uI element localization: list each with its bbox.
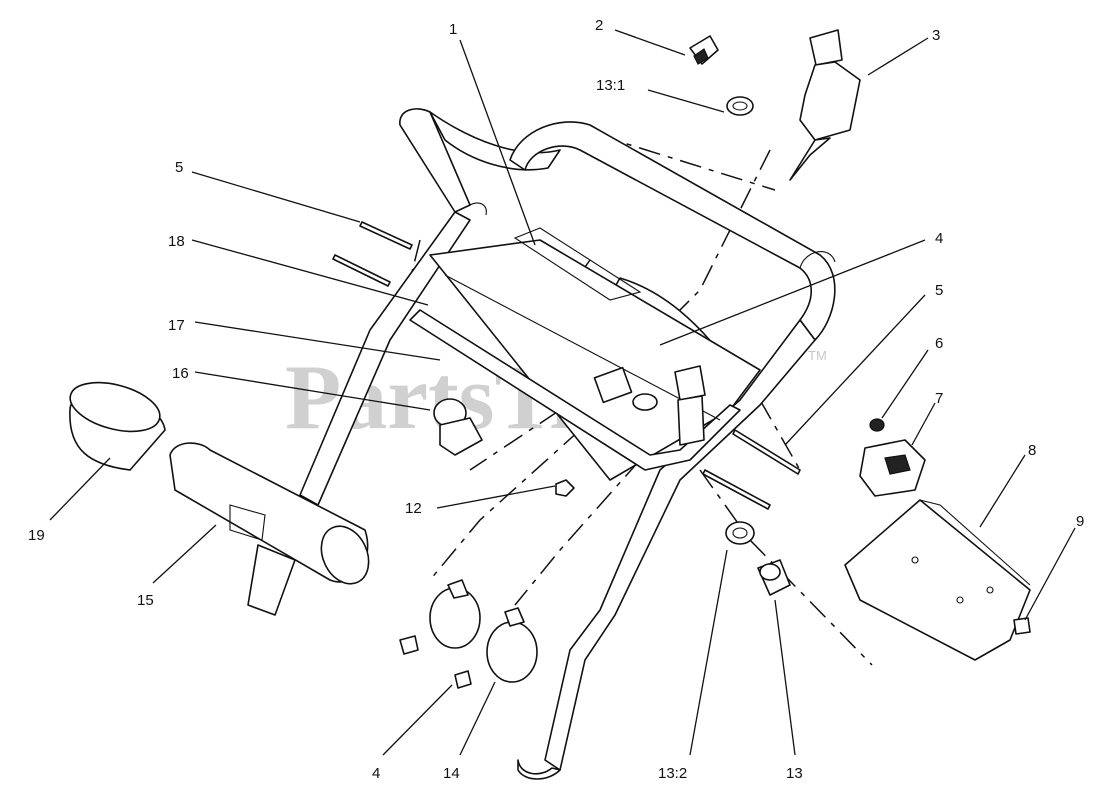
callout-labels: 1 2 3 13:1 5 18 4 5 17 16 6 7 8 9 12 19 …: [28, 17, 1084, 782]
relay: [859, 418, 926, 497]
callout-18: 18: [168, 233, 185, 250]
callout-14: 14: [443, 765, 460, 782]
bolts-left: [332, 221, 413, 287]
hand-grip: [169, 442, 370, 616]
callout-13-1: 13:1: [596, 77, 625, 94]
callout-19: 19: [28, 527, 45, 544]
grommet-top: [726, 96, 754, 116]
callout-8: 8: [1028, 442, 1036, 459]
watermark-trademark: TM: [808, 348, 827, 363]
callout-17: 17: [168, 317, 185, 334]
hose-clamps: [429, 579, 538, 683]
callout-7: 7: [935, 390, 943, 407]
bolts-right: [702, 429, 801, 510]
callout-12: 12: [405, 500, 422, 517]
callout-6: 6: [935, 335, 943, 352]
callout-15: 15: [137, 592, 154, 609]
callout-9: 9: [1076, 513, 1084, 530]
handle-frame: [299, 108, 836, 780]
ignition-key: [689, 35, 719, 65]
callout-16: 16: [172, 365, 189, 382]
callout-4: 4: [372, 765, 380, 782]
throttle-lever: [789, 29, 861, 181]
screw-lower: [399, 635, 472, 689]
callout-2: 2: [595, 17, 603, 34]
leader-lines: [49, 29, 1076, 756]
screw: [1013, 617, 1031, 635]
callout-3: 3: [932, 27, 940, 44]
callout-13-2: 13:2: [658, 765, 687, 782]
plug: [757, 559, 791, 596]
callout-4: 4: [935, 230, 943, 247]
callout-1: 1: [449, 21, 457, 38]
nut: [555, 479, 575, 497]
mounting-bracket: [844, 499, 1031, 661]
grip-sleeve: [69, 381, 166, 471]
grommet-bottom: [725, 521, 755, 545]
callout-13: 13: [786, 765, 803, 782]
callout-5: 5: [935, 282, 943, 299]
callout-5: 5: [175, 159, 183, 176]
switch: [433, 398, 483, 456]
control-panel: [409, 227, 761, 481]
control-lever: [674, 365, 706, 446]
